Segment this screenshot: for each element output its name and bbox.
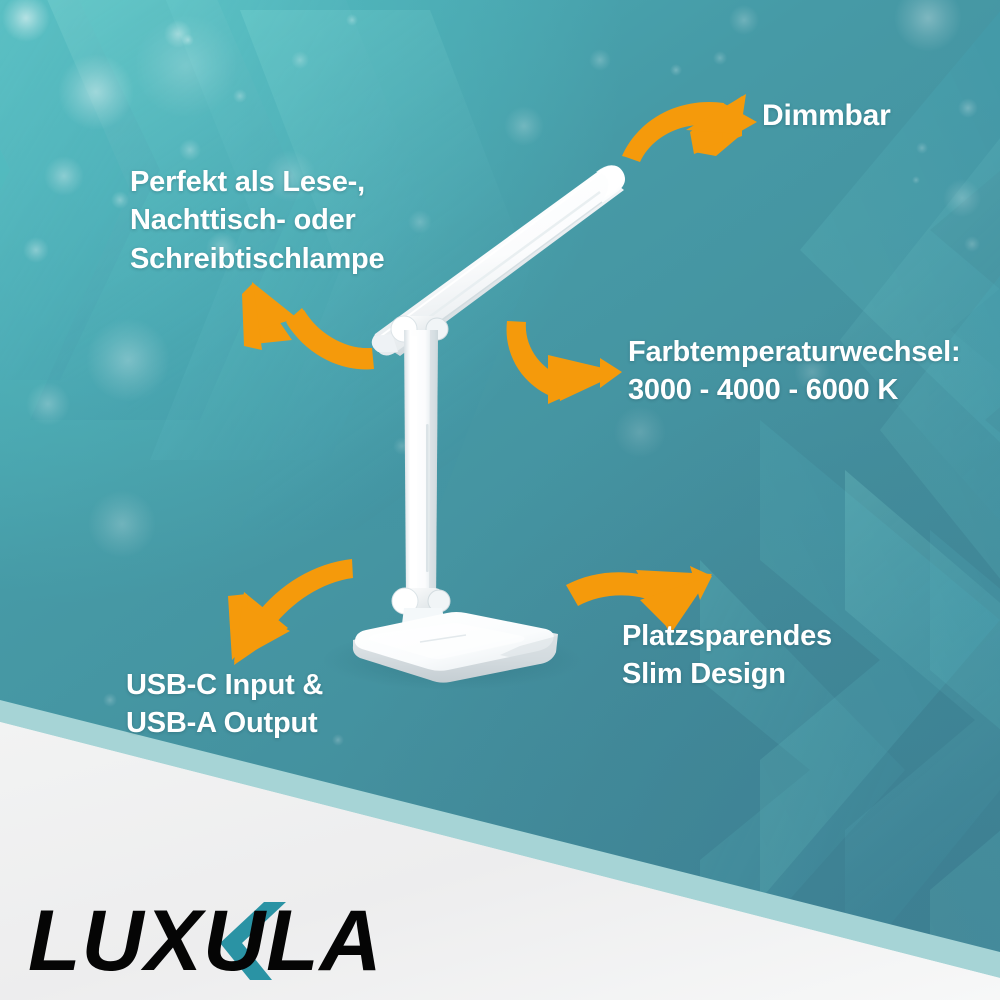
- callout-label-slim-design: Platzsparendes Slim Design: [622, 620, 832, 691]
- callout-label-perfekt: Perfekt als Lese-, Nachttisch- oder Schr…: [130, 166, 385, 275]
- bokeh-circles-icon: [2, 0, 981, 746]
- brand-logo: LUXULA: [28, 898, 498, 984]
- logo-wordmark: LUXULA: [28, 898, 383, 984]
- callout-label-dimmbar: Dimmbar: [762, 99, 891, 132]
- callout-label-usb: USB-C Input & USB-A Output: [126, 669, 324, 740]
- curved-arrow-right-up-icon: [622, 94, 757, 162]
- curved-arrow-right-down-icon: [506, 321, 622, 404]
- callout-label-farbtemperatur: Farbtemperaturwechsel: 3000 - 4000 - 600…: [628, 336, 961, 407]
- curved-arrow-left-down-icon: [228, 559, 353, 665]
- chevron-accent-icon: [220, 902, 286, 980]
- curved-arrow-left-up-icon: [242, 282, 374, 370]
- curved-arrow-right-down-icon-2: [566, 566, 712, 632]
